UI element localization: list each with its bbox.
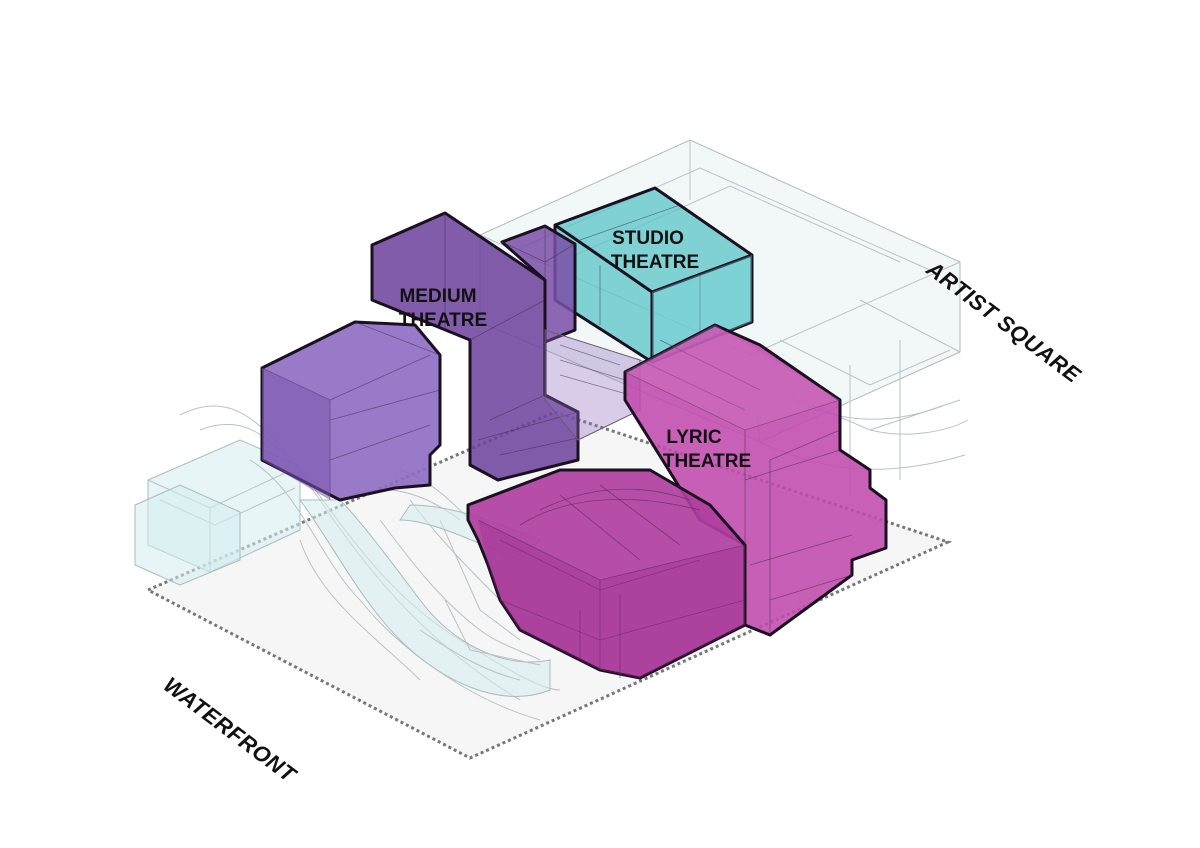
studio-theatre-volume <box>553 186 754 364</box>
medium-theatre-volume <box>260 211 641 502</box>
waterfront-label: WATERFRONT <box>159 672 302 788</box>
lyric-theatre-volume <box>466 323 888 680</box>
lyric-theatre-label-line2: THEATRE <box>663 451 751 472</box>
lyric-theatre-label-line1: LYRIC <box>666 427 722 448</box>
studio-theatre-label-line2: THEATRE <box>611 252 699 273</box>
studio-theatre-label-line1: STUDIO <box>612 228 684 249</box>
medium-theatre-label-line1: MEDIUM <box>399 286 476 307</box>
medium-theatre-label-line2: THEATRE <box>399 310 487 331</box>
volume-labels: MEDIUM THEATRE STUDIO THEATRE LYRIC THEA… <box>399 228 751 472</box>
